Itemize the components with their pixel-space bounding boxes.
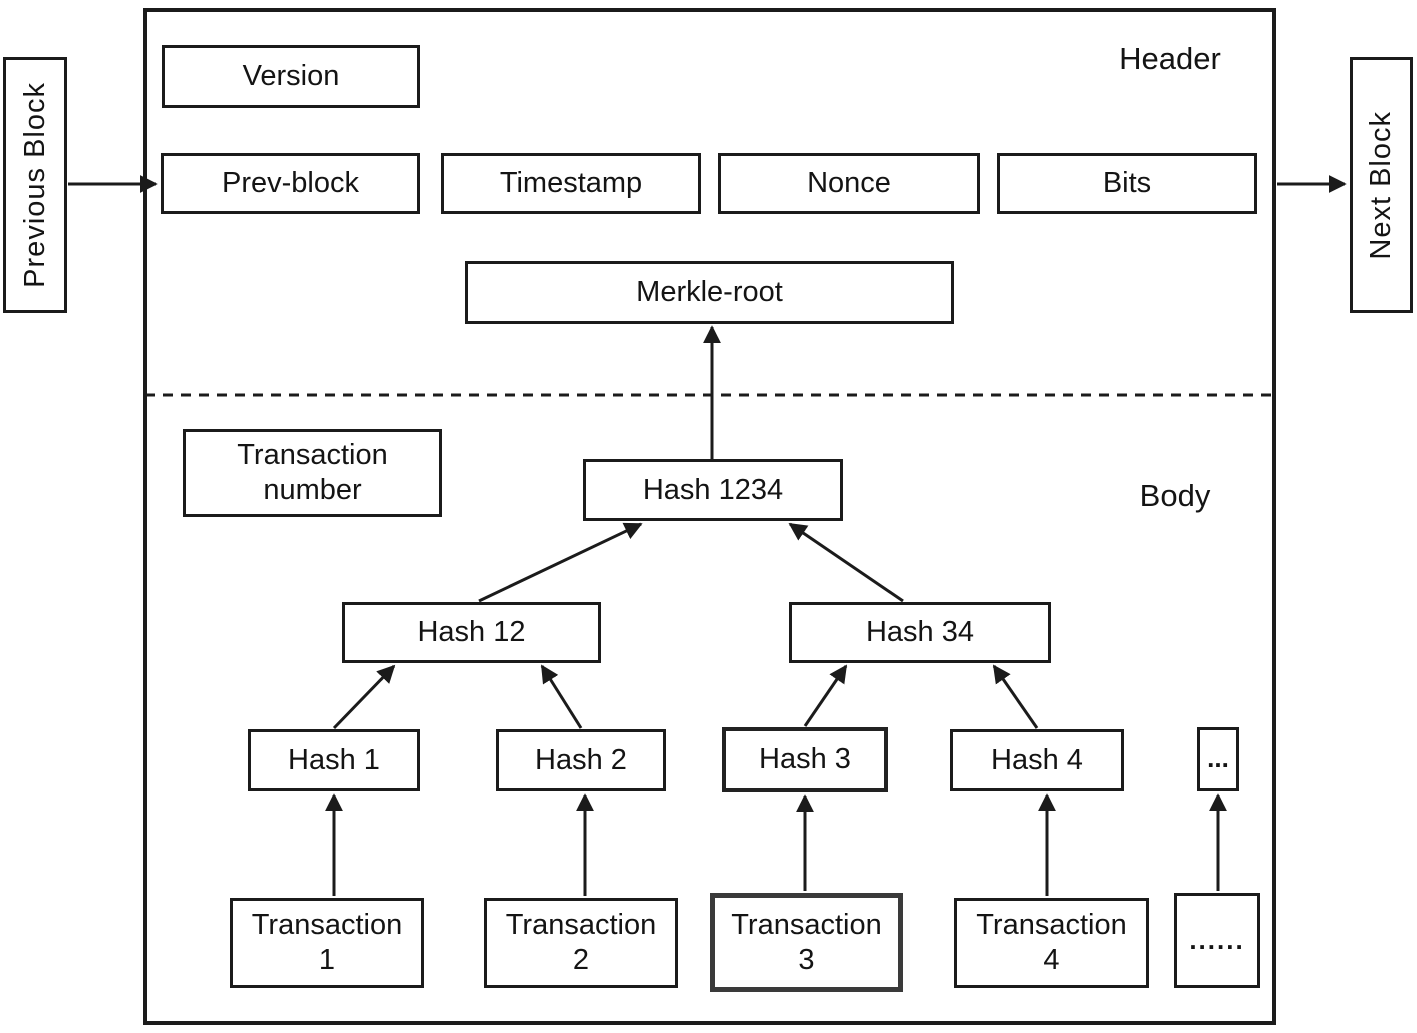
transaction-2-box: Transaction 2 [484, 898, 678, 988]
header-section-label: Header [1119, 41, 1221, 76]
transaction-2-line2: 2 [572, 944, 590, 976]
next-block-box: Next Block [1350, 57, 1413, 313]
transaction-number-line1: Transaction [237, 439, 388, 472]
bits-box: Bits [997, 153, 1257, 214]
hash-1-box: Hash 1 [248, 729, 420, 791]
arrow-hash34-to-hash1234 [788, 522, 904, 603]
hash-4-box: Hash 4 [950, 729, 1124, 791]
prev-block-field-box: Prev-block [161, 153, 420, 214]
hash-34-box: Hash 34 [789, 602, 1051, 663]
arrow-hash12-to-hash1234 [478, 522, 643, 603]
transaction-3-line1: Transaction [731, 908, 882, 941]
transaction-1-label: Transaction 1 [252, 908, 402, 978]
transaction-4-line2: 4 [1043, 944, 1060, 976]
transaction-number-label: Transaction number [237, 438, 387, 508]
transaction-3-box: Transaction 3 [710, 893, 903, 992]
transaction-number-box: Transaction number [183, 429, 442, 517]
transaction-4-box: Transaction 4 [954, 898, 1149, 988]
transaction-ellipsis-box: ...... [1174, 893, 1260, 988]
arrow-hash3-to-hash34 [803, 664, 848, 727]
arrow-hash4-to-hash34 [992, 664, 1039, 729]
timestamp-box: Timestamp [441, 153, 701, 214]
transaction-4-label: Transaction 4 [976, 908, 1126, 978]
hash-ellipsis-box: ... [1197, 727, 1239, 791]
arrow-hash2-to-hash12 [540, 664, 583, 729]
nonce-box: Nonce [718, 153, 980, 214]
hash-2-box: Hash 2 [496, 729, 666, 791]
transaction-1-box: Transaction 1 [230, 898, 424, 988]
hash-12-box: Hash 12 [342, 602, 601, 663]
hash-3-box: Hash 3 [722, 727, 888, 792]
transaction-4-line1: Transaction [976, 909, 1127, 942]
transaction-1-line2: 1 [318, 944, 336, 976]
block-outer-frame [143, 8, 1276, 1025]
arrow-hash1-to-hash12 [332, 664, 396, 730]
version-box: Version [162, 45, 420, 108]
previous-block-box: Previous Block [3, 57, 67, 313]
transaction-number-line2: number [263, 474, 362, 506]
merkle-root-box: Merkle-root [465, 261, 954, 324]
transaction-2-label: Transaction 2 [506, 908, 656, 978]
transaction-3-line2: 3 [798, 943, 815, 976]
body-section-label: Body [1139, 478, 1211, 513]
hash-1234-box: Hash 1234 [583, 459, 843, 521]
transaction-1-line1: Transaction [251, 909, 403, 942]
transaction-2-line1: Transaction [505, 909, 657, 942]
transaction-3-label: Transaction 3 [731, 908, 881, 978]
